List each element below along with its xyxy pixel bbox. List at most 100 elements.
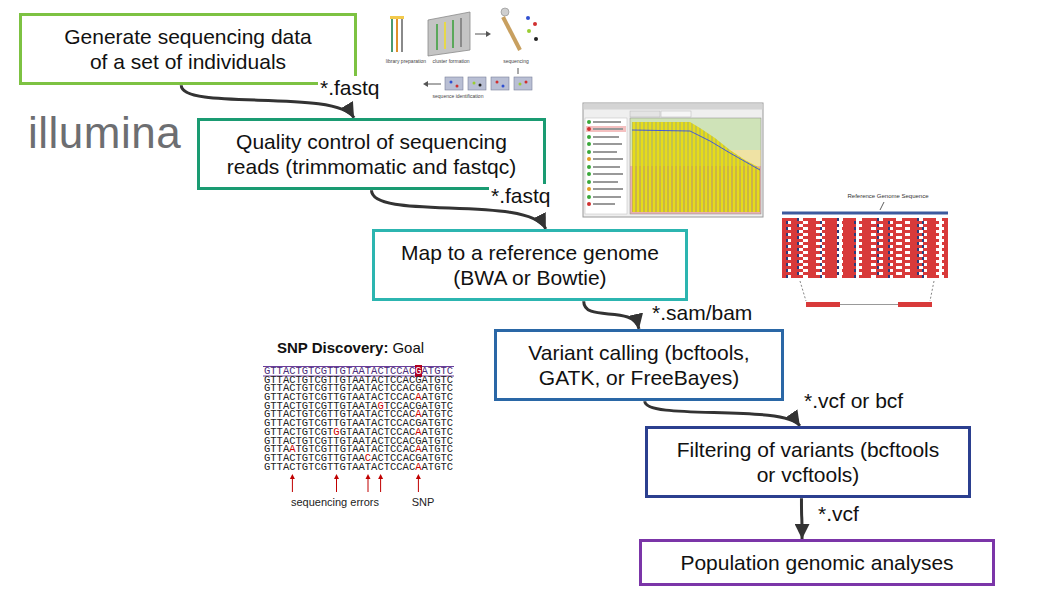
file-format-label: *.sam/bam xyxy=(650,301,754,325)
alignment-marks xyxy=(290,474,295,479)
process-box: Variant calling (bcftools, GATK, or Free… xyxy=(494,329,784,401)
sequencing-pictogram xyxy=(526,16,530,20)
read-mapping-figure xyxy=(930,281,934,301)
fastqc-screenshot xyxy=(587,120,591,124)
sequencing-pictogram xyxy=(514,77,532,90)
sequencing-pictogram xyxy=(423,81,428,87)
sequence-alignment: GTTACTGTCGTTGTAATACTCCACGATGTCGTTACTGTCG… xyxy=(264,367,453,471)
sequencing-pictogram xyxy=(533,22,537,26)
sequencing-pictogram xyxy=(468,77,486,90)
fastqc-screenshot xyxy=(586,126,626,132)
flow-arrow xyxy=(800,498,804,539)
sequencing-pictogram xyxy=(534,37,538,41)
file-format-label: *.fastq xyxy=(318,76,382,100)
reference-sequence: GTTACTGTCGTTGTAATACTCCACGATGTC xyxy=(264,367,453,376)
sequencing-pictogram xyxy=(503,17,520,50)
fastqc-screenshot xyxy=(593,203,615,205)
sequence-read: GTTACTGTCGTTGTAATACTCCACGATGTC xyxy=(264,419,453,428)
sequence-read: GTTACTGTCGTTGTAATAGTCCACGATGTC xyxy=(264,402,453,411)
fastqc-screenshot xyxy=(587,180,591,184)
sequence-read: GTTACTGTCGTTGTAACACTCCACGATGTC xyxy=(264,454,453,463)
box-text: Quality control of sequencing reads (tri… xyxy=(222,129,522,179)
sequence-read: GTTAATGTCGTTGTAATACTCCACAATGTC xyxy=(264,445,453,454)
step-caption: sequence identification xyxy=(433,94,484,100)
box-text: Population genomic analyses xyxy=(680,550,953,575)
fastqc-screenshot xyxy=(587,172,591,176)
file-format-label: *.vcf xyxy=(816,502,861,526)
alignment-marks xyxy=(366,474,371,479)
figure-caption: Reference Genome Sequence xyxy=(847,193,928,200)
sequencing-pictogram xyxy=(445,77,463,90)
flow-arrow xyxy=(584,301,639,329)
sequence-read: GTTACTGTCGTGGTAATACTCCACAATGTC xyxy=(264,428,453,437)
variant-base: A xyxy=(415,461,421,473)
alignment-marks xyxy=(368,478,369,492)
sequencing-pictogram xyxy=(460,18,462,47)
box-text: Generate sequencing data of a set of ind… xyxy=(57,24,319,74)
logo-text: illumina xyxy=(28,109,181,157)
sequencing-pictogram xyxy=(525,81,528,84)
sequence-read: GTTACTGTCGTTGTAATACTCCACGATGTC xyxy=(264,376,453,385)
alignment-marks xyxy=(418,478,419,492)
fastqc-screenshot xyxy=(593,121,621,123)
fastqc-screenshot xyxy=(583,103,763,217)
alignment-marks xyxy=(292,478,293,492)
read-mapping-figure xyxy=(782,212,948,215)
snp-title: SNP Discovery:Goal xyxy=(277,339,424,356)
alignment-marks xyxy=(378,474,383,479)
read-mapping-figure xyxy=(800,281,806,301)
sequencing-pictogram xyxy=(527,29,531,33)
fastqc-screenshot xyxy=(632,122,760,212)
box-text: Map to a reference genome (BWA or Bowtie… xyxy=(389,240,671,290)
box-text: Variant calling (bcftools, GATK, or Free… xyxy=(513,340,765,390)
fastqc-screenshot xyxy=(587,202,591,206)
process-box: Quality control of sequencing reads (tri… xyxy=(197,118,546,190)
fastqc-screenshot xyxy=(632,130,760,170)
step-caption: cluster formation xyxy=(433,59,470,65)
process-box: Map to a reference genome (BWA or Bowtie… xyxy=(372,229,688,301)
fastqc-screenshot xyxy=(593,136,619,138)
sequencing-pictogram xyxy=(401,18,403,52)
fastqc-screenshot xyxy=(593,181,618,183)
fastqc-screenshot xyxy=(587,195,591,199)
sequencing-pictogram xyxy=(391,18,393,52)
sequencing-pictogram xyxy=(479,84,482,87)
fastqc-screenshot xyxy=(593,196,621,198)
alignment-marks xyxy=(416,474,421,479)
sequencing-pictogram xyxy=(390,8,538,90)
process-box: Filtering of variants (bcftools or vcfto… xyxy=(645,426,971,498)
read-mapping-figure xyxy=(840,304,898,305)
read-mapping-figure xyxy=(898,302,932,307)
sequence-read: GTTACTGTCGTTGTAATACTCCACGATGTC xyxy=(264,384,453,393)
sequencing-pictogram xyxy=(501,8,509,16)
fastqc-screenshot xyxy=(593,143,622,145)
read-mapping-figure xyxy=(880,202,884,210)
sequencing-pictogram xyxy=(428,84,441,85)
alignment-marks xyxy=(334,474,339,479)
sequence-read: GTTACTGTCGTTGTAATACTCCACAATGTC xyxy=(264,410,453,419)
step-caption: library preparation xyxy=(386,59,426,65)
sequencing-pictogram xyxy=(428,12,470,56)
figure-title: SNP Discovery: xyxy=(277,339,388,356)
flow-arrow xyxy=(645,401,800,426)
fastqc-screenshot xyxy=(587,165,591,169)
sequencing-pictogram xyxy=(486,31,491,37)
process-box: Population genomic analyses xyxy=(639,539,995,586)
alignment-marks xyxy=(336,478,337,492)
alignment-marks xyxy=(263,367,454,493)
sequencing-pictogram xyxy=(491,77,509,90)
annotation: sequencing errors xyxy=(291,496,379,508)
alignment-marks xyxy=(380,478,381,492)
sequencing-pictogram xyxy=(518,68,519,74)
sequencing-pictogram xyxy=(502,85,505,88)
fastqc-screenshot xyxy=(593,188,623,190)
figure-title: Goal xyxy=(392,339,424,356)
fastqc-screenshot xyxy=(584,104,763,110)
box-text: Filtering of variants (bcftools or vcfto… xyxy=(670,437,946,487)
fastqc-screenshot xyxy=(587,157,591,161)
fastqc-screenshot xyxy=(593,158,623,160)
sequencing-pictogram xyxy=(444,22,446,49)
fastqc-screenshot xyxy=(630,111,660,117)
sequencing-pictogram xyxy=(452,20,454,48)
fastqc-screenshot xyxy=(587,135,591,139)
